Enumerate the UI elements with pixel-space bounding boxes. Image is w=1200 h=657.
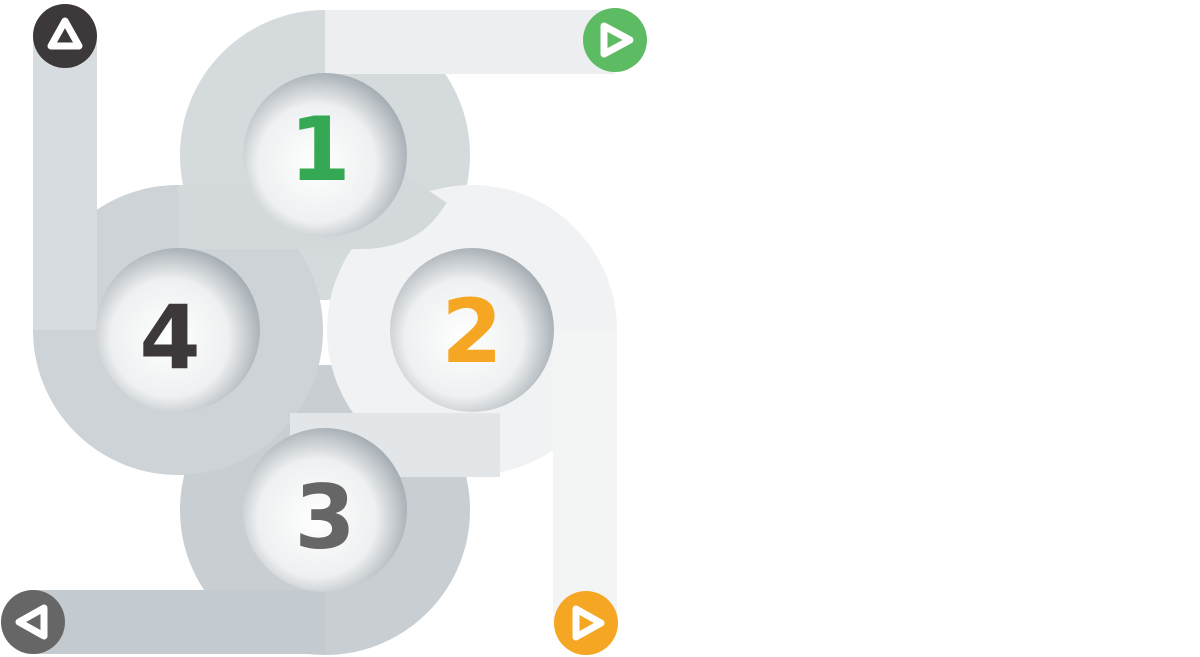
step-circle-3 <box>243 428 407 592</box>
step-circle-4 <box>96 248 260 412</box>
step-number-1: 1 <box>289 98 350 201</box>
step-number-2: 2 <box>441 280 502 383</box>
step-number-3: 3 <box>294 466 355 569</box>
play-left-icon <box>1 590 65 654</box>
step-circle-2 <box>390 248 554 412</box>
play-right-icon <box>583 8 647 72</box>
step-circle-1 <box>243 73 407 237</box>
play-right-icon <box>554 591 618 655</box>
play-up-icon <box>33 4 97 68</box>
step-number-4: 4 <box>139 286 200 389</box>
